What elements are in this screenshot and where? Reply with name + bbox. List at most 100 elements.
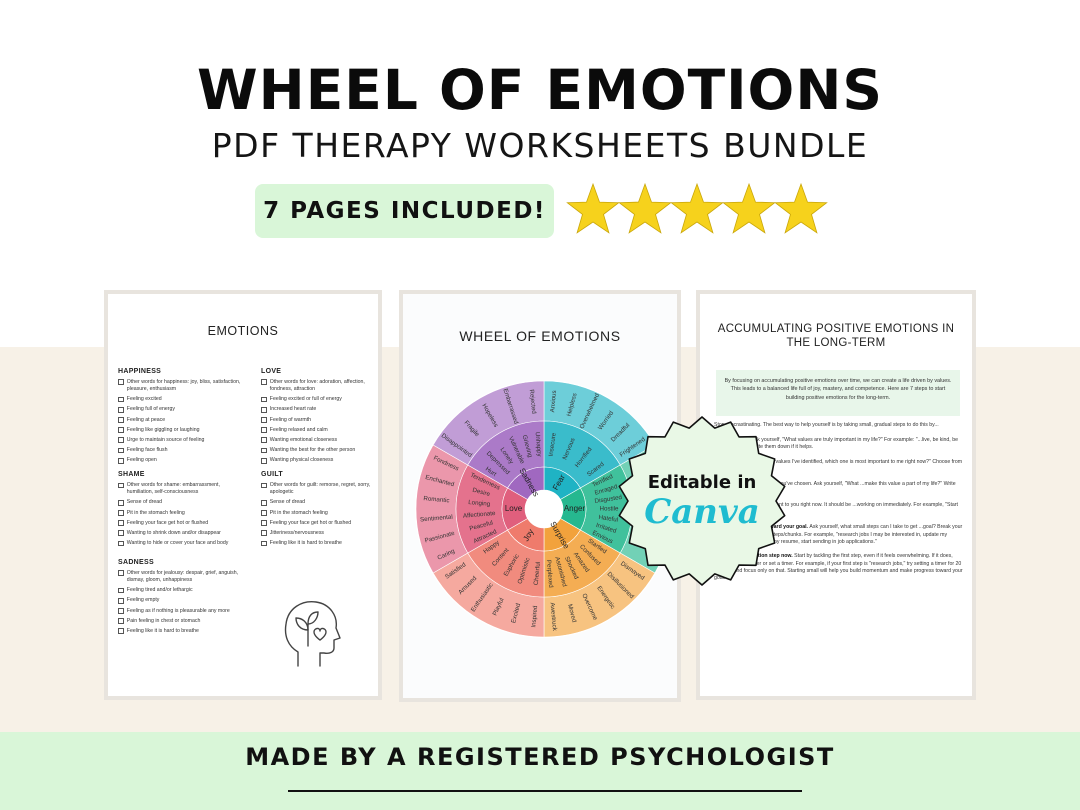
checklist-item-text: Feeling open bbox=[126, 457, 157, 464]
checklist-item-text: Feeling full of energy bbox=[126, 406, 175, 413]
wheel-label: Anger bbox=[564, 504, 586, 513]
wheel-label: Cheerful bbox=[533, 562, 542, 586]
checklist-item: Feeling relaxed and calm bbox=[261, 427, 381, 434]
checklist-item-text: Increased heart rate bbox=[269, 406, 317, 413]
checklist-item-text: Feeling your face get hot or flushed bbox=[269, 519, 352, 526]
checklist-item-text: Sense of dread bbox=[269, 499, 305, 506]
wheel-center bbox=[525, 490, 563, 528]
checkbox-icon bbox=[261, 499, 267, 506]
checkbox-icon bbox=[118, 570, 124, 577]
checklist-item: Wanting emotional closeness bbox=[261, 437, 381, 444]
canva-wordmark: Canva bbox=[644, 492, 760, 532]
wheel-label: Hostile bbox=[600, 506, 619, 513]
wheel-label: Awestruck bbox=[549, 602, 559, 632]
emotion-section-heading: SADNESS bbox=[118, 559, 154, 567]
checklist-item-text: Feeling at peace bbox=[126, 416, 166, 423]
checkbox-icon bbox=[118, 607, 124, 614]
positive-page-intro: By focusing on accumulating positive emo… bbox=[716, 370, 960, 416]
checklist-item: Feeling excited bbox=[118, 396, 242, 403]
checkbox-icon bbox=[261, 540, 267, 547]
checkbox-icon bbox=[118, 628, 124, 635]
checklist-item: Feeling of warmth bbox=[261, 417, 381, 424]
star-icon bbox=[722, 182, 776, 234]
subtitle: PDF THERAPY WORKSHEETS BUNDLE bbox=[211, 126, 869, 165]
step-paragraph: Stop procrastinating. The best way to he… bbox=[714, 422, 964, 429]
wheel-label: Sentimental bbox=[420, 514, 453, 524]
emotion-section: HAPPINESS Other words for happiness: joy,… bbox=[118, 368, 242, 464]
checklist-item: Urge to maintain source of feeling bbox=[118, 437, 242, 444]
checklist-item: Feeling empty bbox=[118, 597, 242, 604]
checklist-item-text: Other words for jealousy: despair, grief… bbox=[126, 570, 239, 583]
checklist-item: Feeling like it is hard to breathe bbox=[261, 540, 381, 547]
emotion-section: SADNESS Other words for jealousy: despair… bbox=[118, 559, 242, 635]
checkbox-icon bbox=[118, 396, 124, 403]
footer-tagline: MADE BY A REGISTERED PSYCHOLOGIST bbox=[245, 743, 835, 771]
checkbox-icon bbox=[261, 437, 267, 444]
emotion-section-heading: SHAME bbox=[118, 471, 145, 479]
checklist-item-text: Feeling like it is hard to breathe bbox=[126, 627, 199, 634]
checkbox-icon bbox=[261, 427, 267, 433]
checkbox-icon bbox=[261, 530, 267, 537]
checkbox-icon bbox=[118, 457, 124, 464]
checkbox-icon bbox=[261, 379, 267, 386]
checklist-item: Other words for jealousy: despair, grief… bbox=[118, 570, 242, 584]
emotion-section: SHAME Other words for shame: embarrassmen… bbox=[118, 471, 242, 547]
wheel-label: Moved bbox=[566, 603, 578, 623]
checklist-item: Wanting physical closeness bbox=[261, 457, 381, 464]
wheel-label: Unhappy bbox=[534, 432, 543, 458]
checklist-item: Feeling at peace bbox=[118, 417, 242, 424]
checklist-item-text: Feeling excited or full of energy bbox=[269, 396, 342, 403]
checklist-item-text: Wanting emotional closeness bbox=[269, 436, 338, 443]
checkbox-icon bbox=[118, 482, 124, 489]
step-text: ...matter to you. Ask yourself, "What va… bbox=[714, 436, 958, 450]
checklist-item: Wanting to shrink down and/or disappear bbox=[118, 530, 242, 537]
green-footer-band bbox=[0, 732, 1080, 810]
checklist-item-text: Feeling face flush bbox=[126, 447, 168, 454]
emotion-section-heading: HAPPINESS bbox=[118, 368, 162, 375]
checklist-item-text: Wanting to shrink down and/or disappear bbox=[126, 529, 221, 536]
checklist-item: Feeling full of energy bbox=[118, 406, 242, 413]
checkbox-icon bbox=[118, 379, 124, 386]
wheel-label: Love bbox=[505, 504, 523, 513]
checklist-item-text: Feeling like it is hard to breathe bbox=[269, 540, 342, 547]
wheel-label: Inspired bbox=[530, 605, 539, 628]
checklist-item: Other words for guilt: remorse, regret, … bbox=[261, 482, 381, 496]
checklist-item-text: Feeling as if nothing is pleasurable any… bbox=[126, 607, 230, 614]
checklist-item: Jitteriness/nervousness bbox=[261, 530, 381, 537]
checkbox-icon bbox=[118, 416, 124, 423]
checklist-item-text: Other words for guilt: remorse, regret, … bbox=[269, 482, 371, 496]
checkbox-icon bbox=[261, 447, 267, 454]
checklist-item-text: Other words for love: adoration, affecti… bbox=[269, 379, 365, 392]
wheel-page-title: WHEEL OF EMOTIONS bbox=[459, 328, 621, 344]
checklist-item: Feeling face flush bbox=[118, 447, 242, 454]
checkbox-icon bbox=[118, 540, 124, 547]
checklist-item-text: Wanting to hide or cover your face and b… bbox=[126, 540, 229, 547]
checklist-item: Feeling your face get hot or flushed bbox=[118, 520, 242, 527]
checkbox-icon bbox=[261, 406, 267, 413]
checkbox-icon bbox=[261, 416, 267, 423]
step-text: Stop procrastinating. The best way to he… bbox=[714, 422, 939, 428]
wheel-label: Affectionate bbox=[463, 510, 497, 520]
checklist-item-text: Feeling of warmth bbox=[269, 416, 312, 423]
checklist-item: Other words for love: adoration, affecti… bbox=[261, 379, 381, 393]
checkbox-icon bbox=[118, 597, 124, 604]
checkbox-icon bbox=[261, 520, 267, 526]
checklist-item-text: Feeling relaxed and calm bbox=[269, 426, 328, 433]
wheel-label: Desire bbox=[472, 487, 492, 499]
checklist-item: Pit in the stomach feeling bbox=[261, 510, 381, 517]
checklist-item: Other words for shame: embarrassment, hu… bbox=[118, 482, 242, 496]
wheel-label: Anxious bbox=[549, 390, 558, 413]
checklist-item-text: Other words for happiness: joy, bliss, s… bbox=[126, 379, 241, 392]
pages-included-badge: 7 PAGES INCLUDED! bbox=[255, 184, 554, 238]
emotions-left-column: HAPPINESS Other words for happiness: joy,… bbox=[118, 368, 242, 642]
star-icon bbox=[566, 182, 620, 234]
checklist-item: Other words for happiness: joy, bliss, s… bbox=[118, 379, 242, 393]
checklist-item: Sense of dread bbox=[118, 499, 242, 506]
checklist-item-text: Urge to maintain source of feeling bbox=[126, 436, 205, 443]
checklist-item-text: Pain feeling in chest or stomach bbox=[126, 617, 201, 624]
checklist-item: Feeling tired and/or lethargic bbox=[118, 587, 242, 594]
